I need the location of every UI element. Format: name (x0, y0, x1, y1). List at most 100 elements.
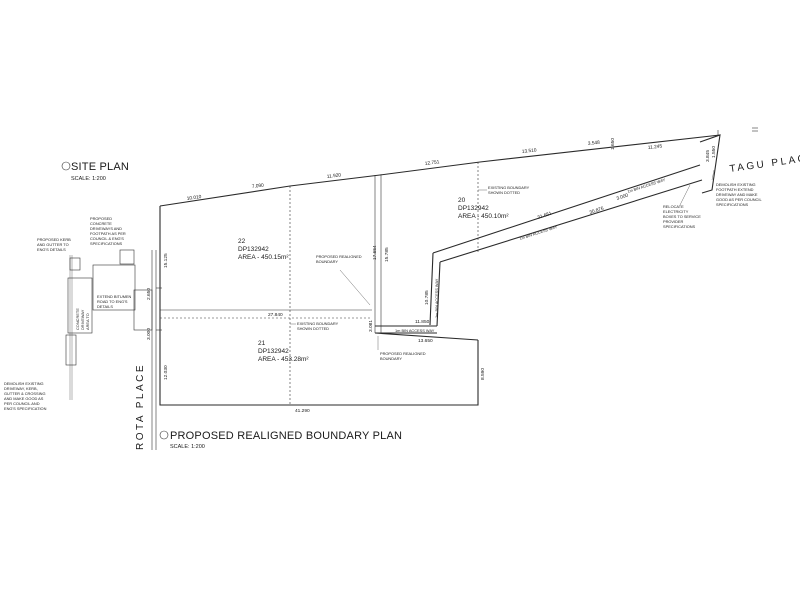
svg-text:2.650: 2.650 (146, 288, 152, 300)
svg-text:17.654: 17.654 (372, 245, 378, 260)
svg-text:20: 20 (458, 197, 466, 204)
svg-text:PER COUNCIL AND: PER COUNCIL AND (4, 401, 40, 406)
svg-text:22: 22 (238, 238, 246, 245)
svg-text:1m BIN ACCESS WAY: 1m BIN ACCESS WAY (627, 177, 666, 194)
dimension-labels: 10.010 7.090 11.920 12.751 13.510 3.548 … (146, 138, 717, 414)
rota-place-label: ROTA PLACE (135, 363, 146, 450)
svg-text:RELOCATE: RELOCATE (663, 204, 684, 209)
svg-text:1m BIN ACCESS WAY: 1m BIN ACCESS WAY (434, 278, 439, 318)
svg-text:7.090: 7.090 (252, 183, 265, 190)
svg-text:AND GUTTER TO: AND GUTTER TO (37, 242, 69, 247)
note-demolish-driveway: DEMOLISH EXISTING DRIVEWAY, KERB, GUTTER… (4, 381, 47, 411)
svg-text:BOUNDARY: BOUNDARY (380, 356, 402, 361)
svg-text:DRIVEWAY, KERB,: DRIVEWAY, KERB, (4, 386, 38, 391)
tagu-place-label: TAGU PLACE (729, 152, 800, 175)
svg-text:PROPOSED KERB: PROPOSED KERB (37, 237, 71, 242)
note-demolish-footpath: DEMOLISH EXISTING FOOTPATH EXTEND DRIVEW… (711, 169, 762, 207)
svg-text:BOXES TO SERVICE: BOXES TO SERVICE (663, 214, 701, 219)
svg-text:27.840: 27.840 (268, 312, 283, 318)
svg-text:41.290: 41.290 (295, 408, 310, 414)
svg-text:13.510: 13.510 (522, 147, 538, 155)
svg-text:GUTTER & CROSSING: GUTTER & CROSSING (4, 391, 46, 396)
svg-text:3.000: 3.000 (146, 328, 152, 340)
svg-text:GOOD AS PER COUNCIL: GOOD AS PER COUNCIL (716, 197, 762, 202)
lot-22-label: 22 DP132942 AREA - 450.15m² (238, 238, 289, 261)
svg-text:SPECIFICATIONS: SPECIFICATIONS (663, 224, 696, 229)
note-relocate-boxes: RELOCATE ELECTRICITY BOXES TO SERVICE PR… (663, 184, 701, 229)
svg-text:1.650: 1.650 (610, 138, 616, 150)
note-existing-boundary-top: EXISTING BOUNDARY SHOWN DOTTED (478, 185, 530, 195)
svg-text:10.785: 10.785 (424, 290, 430, 305)
svg-text:1.550: 1.550 (711, 146, 717, 158)
svg-text:3.000: 3.000 (616, 192, 630, 202)
svg-text:AND MAKE GOOD AS: AND MAKE GOOD AS (4, 396, 44, 401)
svg-text:ENG'S DETAILS: ENG'S DETAILS (37, 247, 66, 252)
svg-text:SPECIFICATIONS: SPECIFICATIONS (90, 241, 123, 246)
note-proposed-kerb: PROPOSED KERB AND GUTTER TO ENG'S DETAIL… (37, 237, 71, 252)
svg-text:15.125: 15.125 (163, 253, 169, 268)
svg-text:FOOTPATH EXTEND: FOOTPATH EXTEND (716, 187, 754, 192)
svg-text:DP132942: DP132942 (258, 348, 289, 355)
bin-access-way (374, 164, 703, 334)
svg-text:DRIVEWAYS AND: DRIVEWAYS AND (90, 226, 122, 231)
site-plan-marker-icon (61, 161, 71, 171)
lot-21-label: 21 DP132942 AREA - 453.28m² (258, 340, 309, 363)
svg-text:1m BIN ACCESS WAY: 1m BIN ACCESS WAY (519, 224, 558, 241)
north-marker-icon (717, 127, 758, 136)
svg-text:EXISTING BOUNDARY: EXISTING BOUNDARY (297, 321, 339, 326)
note-concrete-driveway: CONCRETE DRIVEWAY AREA TO (75, 308, 90, 330)
svg-text:AREA - 450.10m²: AREA - 450.10m² (458, 213, 509, 220)
svg-text:12.030: 12.030 (163, 365, 169, 380)
note-existing-boundary-mid: EXISTING BOUNDARY SHOWN DOTTED (290, 321, 339, 331)
site-plan-title: SITE PLAN (71, 161, 129, 173)
svg-text:ELECTRICITY: ELECTRICITY (663, 209, 689, 214)
boundary-plan-scale: SCALE: 1:200 (170, 444, 205, 450)
note-extend-bitumen: EXTEND BITUMEN ROAD TO ENG'S DETAILS (97, 294, 132, 309)
rota-place-frontage (65, 249, 162, 450)
svg-text:EXTEND BITUMEN: EXTEND BITUMEN (97, 294, 132, 299)
svg-text:3.845: 3.845 (705, 150, 711, 162)
svg-text:CONCRETE: CONCRETE (90, 221, 112, 226)
svg-text:10.010: 10.010 (186, 194, 202, 202)
svg-text:PROPOSED: PROPOSED (90, 216, 112, 221)
svg-text:CONCRETE: CONCRETE (75, 308, 80, 330)
note-proposed-realigned-bottom: PROPOSED REALIGNED BOUNDARY (377, 336, 426, 361)
access-way-labels: 1m BIN ACCESS WAY 1m BIN ACCESS WAY 1m B… (395, 177, 666, 333)
svg-text:DP132942: DP132942 (238, 246, 269, 253)
lot-20-label: 20 DP132942 AREA - 450.10m² (458, 197, 509, 220)
svg-text:21: 21 (258, 340, 266, 347)
svg-text:12.751: 12.751 (425, 159, 441, 167)
svg-text:FOOTPATH AS PER: FOOTPATH AS PER (90, 231, 126, 236)
svg-text:11.245: 11.245 (648, 143, 663, 150)
svg-text:PROPOSED REALIGNED: PROPOSED REALIGNED (316, 254, 362, 259)
svg-text:DEMOLISH EXISTING: DEMOLISH EXISTING (4, 381, 44, 386)
svg-text:1m BIN ACCESS WAY: 1m BIN ACCESS WAY (395, 328, 435, 333)
note-proposed-realigned-top: PROPOSED REALIGNED BOUNDARY (316, 254, 371, 306)
svg-text:AREA - 450.15m²: AREA - 450.15m² (238, 254, 289, 261)
svg-text:13.650: 13.650 (418, 338, 433, 344)
svg-text:BOUNDARY: BOUNDARY (316, 259, 338, 264)
svg-text:PROPOSED REALIGNED: PROPOSED REALIGNED (380, 351, 426, 356)
note-proposed-driveways: PROPOSED CONCRETE DRIVEWAYS AND FOOTPATH… (90, 216, 126, 246)
svg-text:AREA - 453.28m²: AREA - 453.28m² (258, 356, 309, 363)
svg-text:SHOWN DOTTED: SHOWN DOTTED (488, 190, 520, 195)
svg-text:SHOWN DOTTED: SHOWN DOTTED (297, 326, 329, 331)
svg-text:ENG'S SPECIFICATION: ENG'S SPECIFICATION (4, 406, 47, 411)
svg-text:DRIVEWAY: DRIVEWAY (80, 309, 85, 330)
svg-text:DEMOLISH EXISTING: DEMOLISH EXISTING (716, 182, 756, 187)
svg-text:DRIVEWAY AND MAKE: DRIVEWAY AND MAKE (716, 192, 758, 197)
svg-text:DP132942: DP132942 (458, 205, 489, 212)
site-boundary (159, 134, 721, 406)
svg-text:3.081: 3.081 (368, 320, 374, 332)
boundary-plan-title: PROPOSED REALIGNED BOUNDARY PLAN (170, 430, 402, 442)
svg-text:EXISTING BOUNDARY: EXISTING BOUNDARY (488, 185, 530, 190)
svg-text:ROAD TO ENG'S: ROAD TO ENG'S (97, 299, 128, 304)
svg-text:SPECIFICATIONS: SPECIFICATIONS (716, 202, 749, 207)
site-plan-scale: SCALE: 1:200 (71, 176, 106, 182)
svg-text:31.651: 31.651 (537, 211, 553, 221)
svg-text:3.548: 3.548 (588, 140, 601, 147)
svg-text:11.920: 11.920 (327, 172, 342, 180)
svg-text:11.850: 11.850 (415, 319, 430, 325)
boundary-plan-marker-icon (159, 430, 169, 440)
